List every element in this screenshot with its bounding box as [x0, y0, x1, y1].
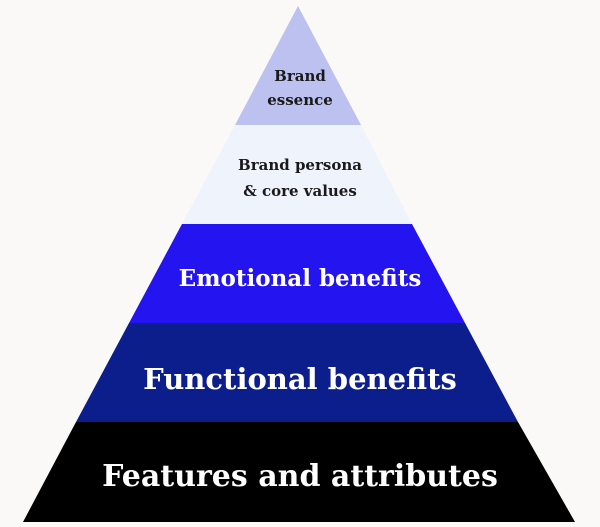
- tier-label-brand-essence: Brand essence: [267, 67, 333, 109]
- tier-label-emotional-benefits: Emotional benefits: [178, 265, 422, 292]
- tier-features-attributes: [23, 422, 575, 522]
- tier-brand-essence: [235, 6, 361, 125]
- tier-functional-benefits: [76, 323, 518, 422]
- tier-emotional-benefits: [129, 224, 465, 323]
- tier-brand-persona: [182, 125, 412, 224]
- tier-label-functional-benefits: Functional benefits: [143, 362, 457, 396]
- tier-label-brand-persona: Brand persona & core values: [238, 156, 362, 200]
- tier-label-features-attributes: Features and attributes: [102, 459, 498, 494]
